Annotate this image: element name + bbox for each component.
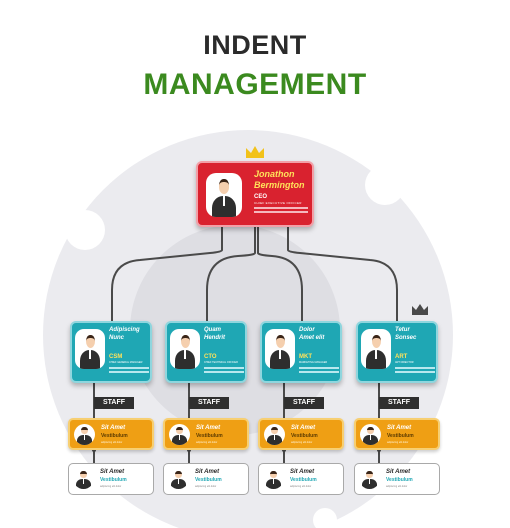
- manager-subtitle: CHIEF GENERAL MANAGER: [109, 361, 143, 364]
- staff-subtitle: adipiscing elit dolor: [386, 485, 408, 488]
- manager-description-lines: [109, 367, 149, 369]
- staff-subtitle: adipiscing elit dolor: [195, 485, 217, 488]
- manager-description-lines: [299, 367, 339, 369]
- staff-role: Vestibulum: [386, 477, 413, 483]
- staff-name: Sit Amet: [195, 469, 220, 475]
- staff-card-white: Sit Amet Vestibulum adipiscing elit dolo…: [354, 463, 440, 495]
- manager-subtitle: ART DIRECTOR: [395, 361, 414, 364]
- staff-avatar: [73, 468, 94, 489]
- manager-subtitle: MARKETING MANAGER: [299, 361, 328, 364]
- manager-role: CSM: [109, 354, 123, 360]
- ceo-avatar: [206, 173, 242, 217]
- crown-gray-icon: [412, 304, 428, 315]
- staff-card-gold: Sit Amet Vestibulum adipiscing elit dolo…: [68, 418, 154, 450]
- staff-name: Sit Amet: [196, 425, 221, 431]
- manager-description-lines: [395, 367, 435, 369]
- ceo-description-lines: [254, 207, 308, 209]
- staff-card-gold: Sit Amet Vestibulum adipiscing elit dolo…: [258, 418, 344, 450]
- staff-card-white: Sit Amet Vestibulum adipiscing elit dolo…: [163, 463, 249, 495]
- staff-card-white: Sit Amet Vestibulum adipiscing elit dolo…: [258, 463, 344, 495]
- staff-avatar: [263, 468, 284, 489]
- ceo-role: CEO: [254, 194, 268, 200]
- staff-name: Sit Amet: [100, 469, 125, 475]
- staff-card-gold: Sit Amet Vestibulum adipiscing elit dolo…: [354, 418, 440, 450]
- ceo-subtitle: CHIEF EXECUTIVE OFFICER: [254, 201, 302, 205]
- staff-role: Vestibulum: [196, 433, 223, 439]
- staff-avatar: [360, 424, 381, 445]
- staff-subtitle: adipiscing elit dolor: [100, 485, 122, 488]
- staff-subtitle: adipiscing elit dolor: [387, 441, 409, 444]
- staff-name: Sit Amet: [386, 469, 411, 475]
- manager-avatar: [265, 329, 295, 369]
- staff-card-gold: Sit Amet Vestibulum adipiscing elit dolo…: [163, 418, 249, 450]
- staff-label: STAFF: [284, 397, 324, 409]
- staff-label: STAFF: [94, 397, 134, 409]
- staff-avatar: [168, 468, 189, 489]
- staff-card-white: Sit Amet Vestibulum adipiscing elit dolo…: [68, 463, 154, 495]
- staff-subtitle: adipiscing elit dolor: [290, 485, 312, 488]
- staff-subtitle: adipiscing elit dolor: [291, 441, 313, 444]
- staff-label: STAFF: [189, 397, 229, 409]
- manager-role: MKT: [299, 354, 312, 360]
- staff-avatar: [359, 468, 380, 489]
- crown-gold-icon: [246, 146, 264, 158]
- staff-name: Sit Amet: [387, 425, 412, 431]
- manager-subtitle: CHIEF TECHNICAL OFFICER: [204, 361, 238, 364]
- manager-role: ART: [395, 354, 408, 360]
- diagram-title-line1: INDENT: [203, 30, 307, 60]
- staff-name: Sit Amet: [290, 469, 315, 475]
- diagram-title-line2: MANAGEMENT: [143, 68, 367, 101]
- staff-subtitle: adipiscing elit dolor: [101, 441, 123, 444]
- staff-avatar: [264, 424, 285, 445]
- staff-subtitle: adipiscing elit dolor: [196, 441, 218, 444]
- manager-avatar: [75, 329, 105, 369]
- staff-role: Vestibulum: [387, 433, 414, 439]
- staff-avatar: [169, 424, 190, 445]
- manager-role: CTO: [204, 354, 217, 360]
- staff-role: Vestibulum: [291, 433, 318, 439]
- staff-role: Vestibulum: [101, 433, 128, 439]
- manager-description-lines: [204, 367, 244, 369]
- staff-role: Vestibulum: [195, 477, 222, 483]
- manager-avatar: [361, 329, 391, 369]
- staff-name: Sit Amet: [101, 425, 126, 431]
- staff-role: Vestibulum: [100, 477, 127, 483]
- staff-avatar: [74, 424, 95, 445]
- staff-name: Sit Amet: [291, 425, 316, 431]
- staff-role: Vestibulum: [290, 477, 317, 483]
- manager-avatar: [170, 329, 200, 369]
- staff-label: STAFF: [379, 397, 419, 409]
